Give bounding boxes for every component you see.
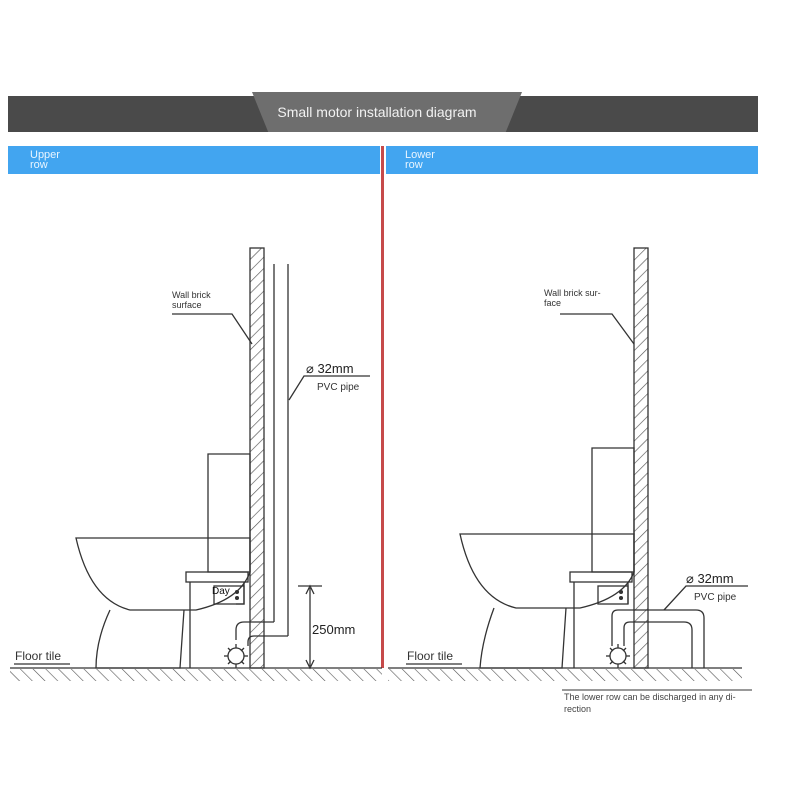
left-toilet-base [95,609,185,669]
right-floor-hatch [388,669,742,681]
upper-row-bar [8,146,380,174]
right-pump-teeth [606,644,630,668]
left-height-dimension: 250mm [312,622,356,637]
right-toilet-bowl [459,533,635,609]
right-pipe-type: PVC pipe [694,592,737,603]
lower-row-bar [386,146,758,174]
right-floor-label: Floor tile [407,649,454,663]
right-pipe-inner [623,621,693,668]
right-pipe-size: ⌀ 32mm [686,571,734,586]
right-motor-led-2 [618,595,624,601]
left-floor-hatch [10,669,382,681]
right-pipe-leader [663,585,748,611]
left-pipe-bend-outer [247,635,288,646]
left-toilet-tank [207,453,251,573]
upper-row-label: Upper row [30,149,60,171]
right-panel [388,247,752,691]
right-toilet-tank [591,447,635,573]
left-pipe-bend-inner [235,621,274,640]
left-motor-lid [185,571,249,583]
left-toilet-bowl [75,537,251,611]
left-pipe-leader [288,375,370,401]
left-wall [249,247,265,669]
right-motor-body [573,582,629,668]
right-toilet-base [479,607,567,669]
right-motor-led [618,589,624,595]
left-motor-led [234,589,240,595]
right-motor-panel [597,585,629,605]
right-wall [633,247,649,669]
right-wall-label: Wall brick sur- face [544,288,601,308]
left-motor-led-2 [234,595,240,601]
left-motor-panel [213,585,245,605]
left-panel [10,247,382,681]
left-floor-label: Floor tile [15,649,62,663]
left-pipe-size: ⌀ 32mm [306,361,354,376]
title-tab [252,92,522,132]
right-pipe-outer [611,609,705,668]
diagram-title: Small motor installation diagram [277,104,477,120]
panel-divider [381,146,384,668]
left-pump-teeth [224,644,248,668]
left-dim-arrows [305,584,315,670]
right-wall-leader [560,313,635,345]
left-motor-text: Day [212,586,230,597]
right-motor-lid [569,571,633,583]
left-pipe-type: PVC pipe [317,382,360,393]
left-wall-label: Wall brick surface [172,290,211,310]
left-wall-leader [172,313,253,345]
lower-row-label: Lower row [405,149,435,171]
right-discharge-note: The lower row can be discharged in any d… [564,692,736,714]
